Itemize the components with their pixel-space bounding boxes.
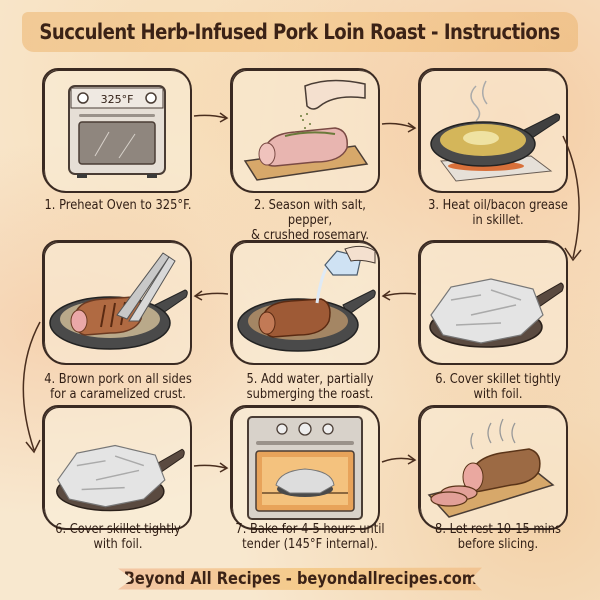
- svg-text:325°F: 325°F: [101, 93, 134, 106]
- caption-line: 6. Cover skillet tightly: [55, 522, 181, 537]
- caption-line: 5. Add water, partially: [246, 372, 374, 387]
- seasoning-pork-icon: [243, 79, 369, 181]
- step-1-caption: 1. Preheat Oven to 325°F.: [39, 198, 197, 213]
- step-8-card: [418, 405, 568, 530]
- baking-oven-icon: [247, 415, 363, 520]
- arrow-down-curve-icon: [22, 321, 41, 454]
- step-6b-card: [42, 405, 192, 530]
- step-8-caption: 8. Let rest 10-15 mins before slicing.: [419, 522, 577, 552]
- arrow-right-icon: [193, 112, 229, 123]
- caption-line: 8. Let rest 10-15 mins: [435, 522, 561, 537]
- caption-line: for a caramelized crust.: [50, 387, 186, 402]
- caption-line: with foil.: [473, 387, 523, 402]
- caption-line: 4. Brown pork on all sides: [44, 372, 192, 387]
- step-3-caption: 3. Heat oil/bacon grease in skillet.: [419, 198, 577, 228]
- caption-line: & crushed rosemary.: [250, 228, 370, 243]
- foil-skillet-icon: [428, 278, 564, 348]
- sliced-roast-icon: [427, 418, 555, 518]
- browning-pork-icon: [48, 252, 188, 350]
- skillet-oil-icon: [429, 80, 560, 182]
- step-4-card: [42, 240, 192, 365]
- step-5-caption: 5. Add water, partially submerging the r…: [231, 372, 389, 402]
- step-4-caption: 4. Brown pork on all sides for a caramel…: [39, 372, 197, 402]
- page-title: Succulent Herb-Infused Pork Loin Roast -…: [39, 20, 561, 44]
- caption-line: in skillet.: [472, 213, 524, 228]
- oven-icon: 325°F: [68, 85, 166, 178]
- step-2-card: [230, 68, 380, 193]
- footer-credit: Beyond All Recipes - beyondallrecipes.co…: [123, 569, 477, 589]
- arrow-right-icon: [193, 462, 229, 473]
- footer-banner: Beyond All Recipes - beyondallrecipes.co…: [118, 567, 482, 591]
- caption-line: tender (145°F internal).: [242, 537, 378, 552]
- caption-line: submerging the roast.: [246, 387, 374, 402]
- caption-line: 6. Cover skillet tightly: [435, 372, 561, 387]
- step-7-card: [230, 405, 380, 530]
- caption-line: 1. Preheat Oven to 325°F.: [44, 198, 192, 213]
- caption-line: 2. Season with salt, pepper,: [254, 198, 366, 228]
- arrow-right-icon: [381, 122, 417, 133]
- arrow-left-icon: [193, 290, 229, 301]
- caption-line: before slicing.: [457, 537, 539, 552]
- caption-line: 3. Heat oil/bacon grease: [428, 198, 568, 213]
- arrow-left-icon: [381, 290, 417, 301]
- pour-water-icon: [236, 245, 376, 352]
- arrow-right-icon: [381, 454, 417, 465]
- step-5-card: [230, 240, 380, 365]
- title-banner: Succulent Herb-Infused Pork Loin Roast -…: [22, 12, 578, 52]
- step-6-card: [418, 240, 568, 365]
- step-1-card: 325°F: [42, 68, 192, 193]
- arrow-down-curve-icon: [562, 135, 582, 262]
- step-6b-caption: 6. Cover skillet tightly with foil.: [39, 522, 197, 552]
- step-2-caption: 2. Season with salt, pepper, & crushed r…: [231, 198, 389, 243]
- step-3-card: [418, 68, 568, 193]
- caption-line: 7. Bake for 4-5 hours until: [235, 522, 385, 537]
- caption-line: with foil.: [93, 537, 143, 552]
- step-7-caption: 7. Bake for 4-5 hours until tender (145°…: [231, 522, 389, 552]
- step-6-caption: 6. Cover skillet tightly with foil.: [419, 372, 577, 402]
- foil-skillet-icon: [55, 444, 185, 511]
